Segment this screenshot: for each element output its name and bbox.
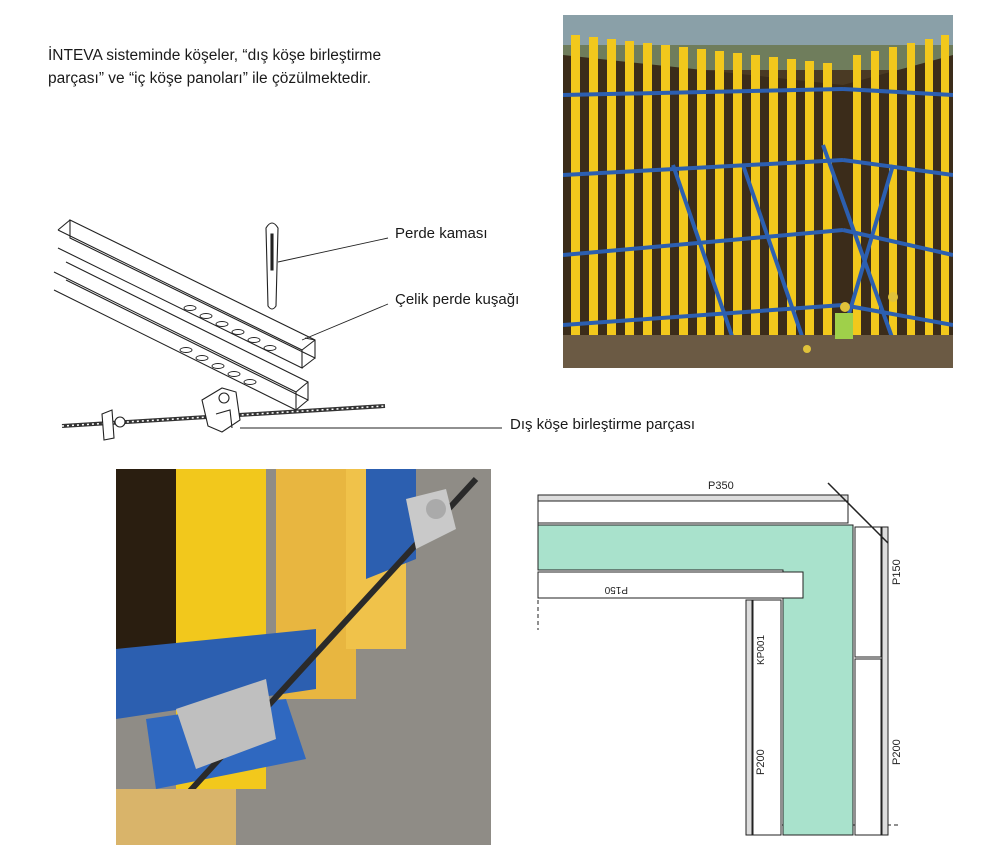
callout-waler: Çelik perde kuşağı (395, 291, 520, 308)
label-p350: P350 (708, 480, 734, 492)
formwork-site-photo (563, 15, 953, 368)
wedge-icon (265, 222, 279, 310)
label-p150-right: P150 (891, 559, 903, 585)
intro-text: İNTEVA sisteminde köşeler, “dış köşe bir… (48, 44, 468, 90)
corner-connector-photo (116, 469, 491, 845)
label-p150-inner: P150 (604, 584, 628, 595)
intro-line-2: parçası” ve “iç köşe panoları” ile çözül… (48, 70, 372, 87)
callout-connector-leader (240, 427, 502, 429)
intro-line-1: İNTEVA sisteminde köşeler, “dış köşe bir… (48, 47, 382, 64)
label-kp001: KP001 (756, 635, 767, 665)
callout-corner-connector: Dış köşe birleştirme parçası (510, 416, 696, 433)
label-p200-right: P200 (891, 739, 903, 765)
callout-wedge: Perde kaması (395, 225, 488, 242)
label-p200-inner: P200 (755, 749, 767, 775)
corner-plan-drawing: P350 P150 P150 P200 KP001 P200 (537, 480, 903, 836)
waler-assembly-drawing (53, 219, 400, 441)
